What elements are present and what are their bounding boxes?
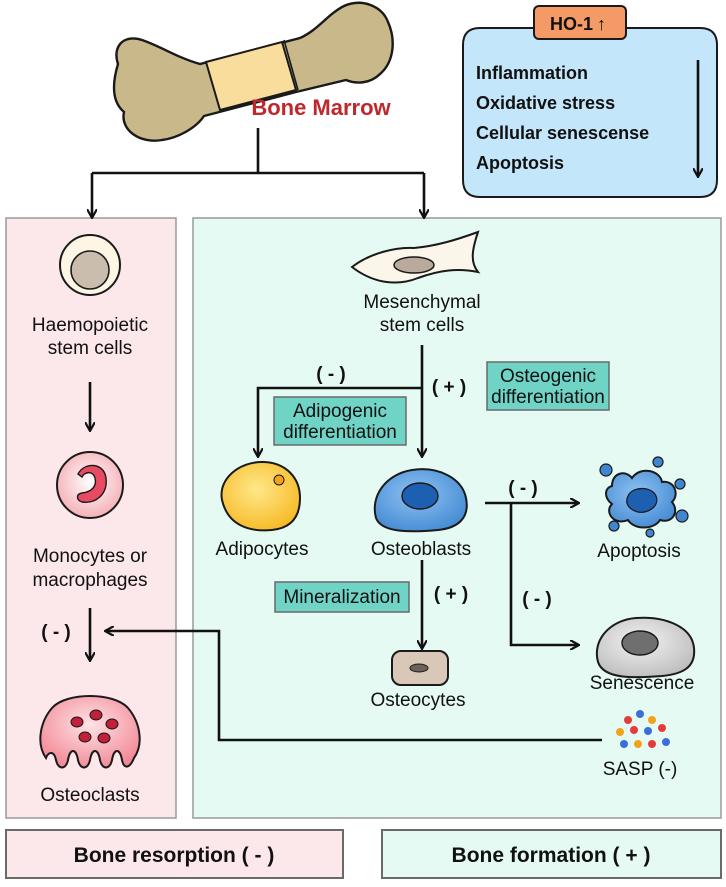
osteocyte-icon xyxy=(391,650,449,686)
bone-formation-box: Bone formation ( + ) xyxy=(381,829,722,879)
osteoclast-icon xyxy=(39,695,141,769)
bone-resorption-box: Bone resorption ( - ) xyxy=(5,829,344,879)
ho1-box: HO-1 ↑ Inflammation Oxidative stress Cel… xyxy=(462,5,718,198)
apoptosis-label: Apoptosis xyxy=(597,541,680,562)
adipogenic-sign: ( - ) xyxy=(316,364,346,385)
adipogenic-label: differentiation xyxy=(283,422,397,443)
osteoblast-icon xyxy=(373,468,468,533)
adipocytes-label: Adipocytes xyxy=(216,539,309,560)
monocyte-icon xyxy=(56,451,124,519)
osteogenic-differentiation-box: Osteogenic differentiation xyxy=(486,361,610,411)
osteogenic-label: Osteogenic xyxy=(500,366,596,387)
mineralization-sign: ( + ) xyxy=(434,584,468,605)
adipogenic-label: Adipogenic xyxy=(293,401,387,422)
msc-label: stem cells xyxy=(380,315,464,336)
monocytes-label: Monocytes or xyxy=(33,546,148,567)
apoptosis-sign: ( - ) xyxy=(508,478,538,499)
mesenchymal-stem-cell-icon xyxy=(350,230,481,284)
bone-formation-label: Bone formation ( + ) xyxy=(452,844,651,867)
ho1-label: HO-1 xyxy=(550,14,593,34)
monocytes-label: macrophages xyxy=(32,570,147,591)
ho1-effect: Cellular senescense xyxy=(476,123,649,143)
ho1-effect: Inflammation xyxy=(476,63,588,83)
osteocytes-label: Osteocytes xyxy=(370,690,465,711)
senescent-cell-icon xyxy=(595,616,696,679)
mineralization-label: Mineralization xyxy=(283,587,400,608)
bone-marrow-title: Bone Marrow xyxy=(251,95,391,120)
sasp-label: SASP (-) xyxy=(603,759,678,780)
sasp-dots-icon xyxy=(616,710,670,748)
mineralization-box: Mineralization xyxy=(274,581,410,613)
osteoblasts-label: Osteoblasts xyxy=(371,539,471,560)
ho1-effect: Apoptosis xyxy=(476,153,564,173)
up-arrow-icon: ↑ xyxy=(597,14,606,34)
apoptotic-cell-icon xyxy=(599,456,689,538)
ho1-effect: Oxidative stress xyxy=(476,93,615,113)
bone-icon xyxy=(112,1,394,142)
hsc-label: Haemopoietic xyxy=(32,315,148,336)
msc-label: Mesenchymal xyxy=(363,292,480,313)
osteoclasts-label: Osteoclasts xyxy=(40,785,139,806)
osteogenic-sign: ( + ) xyxy=(432,377,466,398)
haemopoietic-stem-cell-icon xyxy=(59,234,121,296)
hsc-label: stem cells xyxy=(48,338,132,359)
osteogenic-label: differentiation xyxy=(491,387,605,408)
inhibition-sign: ( - ) xyxy=(41,622,71,643)
senescence-sign: ( - ) xyxy=(522,589,552,610)
ho1-tag xyxy=(533,5,627,40)
adipocyte-icon xyxy=(220,460,302,532)
senescence-label: Senescence xyxy=(590,673,695,694)
bone-resorption-label: Bone resorption ( - ) xyxy=(74,844,275,867)
adipogenic-differentiation-box: Adipogenic differentiation xyxy=(273,396,407,446)
